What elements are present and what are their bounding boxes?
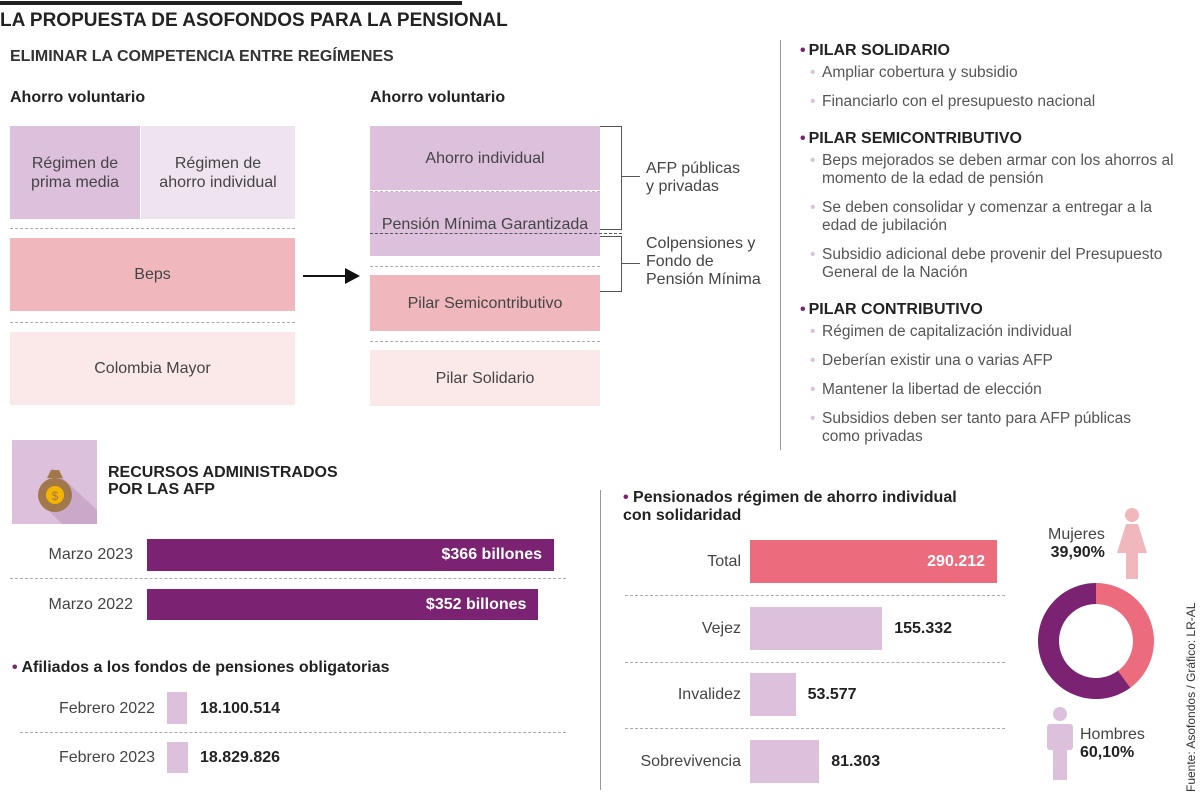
bracket-colp-stem: [622, 263, 640, 264]
divider: [10, 322, 295, 323]
box-ahorro-individual: Ahorro individual: [370, 126, 600, 190]
bracket-afp: [600, 126, 622, 230]
afiliados-title-text: Afiliados a los fondos de pensiones obli…: [21, 659, 390, 676]
current-header: Ahorro voluntario: [10, 89, 146, 106]
vertical-divider: [780, 40, 781, 450]
tick-label: Vejez: [701, 620, 741, 637]
svg-text:$: $: [52, 489, 59, 503]
bracket-colp: [600, 236, 622, 292]
bar-vejez: [750, 607, 883, 650]
pensionados-title: • Pensionados régimen de ahorro individu…: [623, 489, 957, 524]
subtitle: ELIMINAR LA COMPETENCIA ENTRE REGÍMENES: [10, 48, 394, 65]
source-note: Fuente: Asofondos / Gráfico: LR-AL: [1184, 602, 1198, 792]
pillar-item: Mantener la libertad de elección: [808, 381, 1188, 399]
divider: [625, 595, 1005, 596]
box-rai: Régimen de ahorro individual: [141, 126, 295, 219]
box-rpm: Régimen de prima media: [10, 126, 140, 219]
divider: [10, 578, 566, 579]
bar-marzo-2023: $366 billones: [147, 539, 554, 571]
colp-label: Colpensiones y Fondo de Pensión Mínima: [646, 235, 761, 288]
box-pension-minima: Pensión Mínima Garantizada: [370, 192, 600, 256]
hombres-text: Hombres: [1080, 726, 1145, 743]
page-title: LA PROPUESTA DE ASOFONDOS PARA LA PENSIO…: [0, 10, 508, 31]
divider: [370, 191, 600, 192]
tick-label: Total: [707, 553, 741, 570]
hombres-pct: 60,10%: [1080, 744, 1135, 761]
afp-label: AFP públicas y privadas: [646, 160, 740, 195]
data-label: 53.577: [807, 686, 857, 703]
pillar-title: PILAR SOLIDARIO: [800, 42, 950, 60]
tick-label: Febrero 2022: [58, 700, 155, 717]
divider: [10, 228, 295, 229]
woman-icon: [1117, 508, 1147, 579]
box-colombia-mayor: Colombia Mayor: [10, 332, 295, 405]
pillar-item: Régimen de capitalización individual: [808, 323, 1188, 341]
tick-label: Invalidez: [677, 686, 741, 703]
pillar-title: PILAR CONTRIBUTIVO: [800, 301, 983, 319]
mujeres-text: Mujeres: [1048, 526, 1105, 543]
pillar-item: Se deben consolidar y comenzar a entrega…: [808, 199, 1178, 235]
bar-invalidez: [750, 673, 796, 716]
divider: [370, 266, 600, 267]
tick-label: Sobrevivencia: [640, 753, 742, 770]
box-rai-label: Régimen de ahorro individual: [159, 154, 277, 191]
data-label: 155.332: [894, 620, 953, 637]
man-icon: [1047, 707, 1073, 780]
tick-label: Marzo 2022: [48, 596, 134, 613]
box-beps: Beps: [10, 238, 295, 311]
data-label: $366 billones: [441, 546, 543, 563]
tick-label: Marzo 2023: [48, 546, 134, 563]
divider: [370, 341, 600, 342]
bar-feb-2023: [167, 742, 188, 773]
top-rule: [0, 1, 462, 5]
afiliados-title: • Afiliados a los fondos de pensiones ob…: [12, 659, 390, 676]
proposed-header: Ahorro voluntario: [370, 89, 506, 106]
data-label: 18.100.514: [200, 700, 281, 717]
pillar-item: Beps mejorados se deben armar con los ah…: [808, 152, 1188, 188]
box-solidario: Pilar Solidario: [370, 350, 600, 406]
pillar-item: Subsidio adicional debe provenir del Pre…: [808, 246, 1193, 282]
pillar-item: Ampliar cobertura y subsidio: [808, 64, 1188, 82]
mujeres-pct: 39,90%: [1050, 544, 1105, 561]
divider: [625, 728, 1005, 729]
tick-label: Febrero 2023: [58, 749, 155, 766]
box-semicontributivo: Pilar Semicontributivo: [370, 275, 600, 331]
bar-marzo-2022: $352 billones: [147, 589, 539, 620]
pillar-title: PILAR SEMICONTRIBUTIVO: [800, 130, 1022, 148]
bar-feb-2022: [167, 692, 188, 724]
pensionados-title-text: Pensionados régimen de ahorro individual…: [623, 489, 957, 524]
pillar-item: Deberían existir una o varias AFP: [808, 352, 1188, 370]
data-label: 81.303: [831, 753, 881, 770]
vertical-divider: [600, 490, 601, 790]
divider: [625, 662, 1005, 663]
donut-slice-mujeres: [1096, 583, 1154, 688]
bracket-afp-stem: [622, 176, 640, 177]
recursos-title: RECURSOS ADMINISTRADOS POR LAS AFP: [108, 464, 338, 498]
bar-sobrevivencia: [750, 740, 820, 783]
box-rpm-label: Régimen de prima media: [30, 154, 120, 191]
gender-donut: [1038, 583, 1154, 699]
data-label: $352 billones: [425, 596, 527, 613]
divider: [370, 233, 622, 234]
divider: [20, 732, 566, 733]
arrow-icon: [303, 268, 360, 284]
data-label: 290.212: [927, 553, 985, 570]
pillar-item: Subsidios deben ser tanto para AFP públi…: [808, 410, 1148, 446]
donut-slice-hombres: [1038, 583, 1131, 699]
data-label: 18.829.826: [200, 749, 281, 766]
money-bag-icon: $: [12, 440, 97, 524]
bar-total: 290.212: [750, 540, 997, 583]
pillar-item: Financiarlo con el presupuesto nacional: [808, 93, 1188, 111]
